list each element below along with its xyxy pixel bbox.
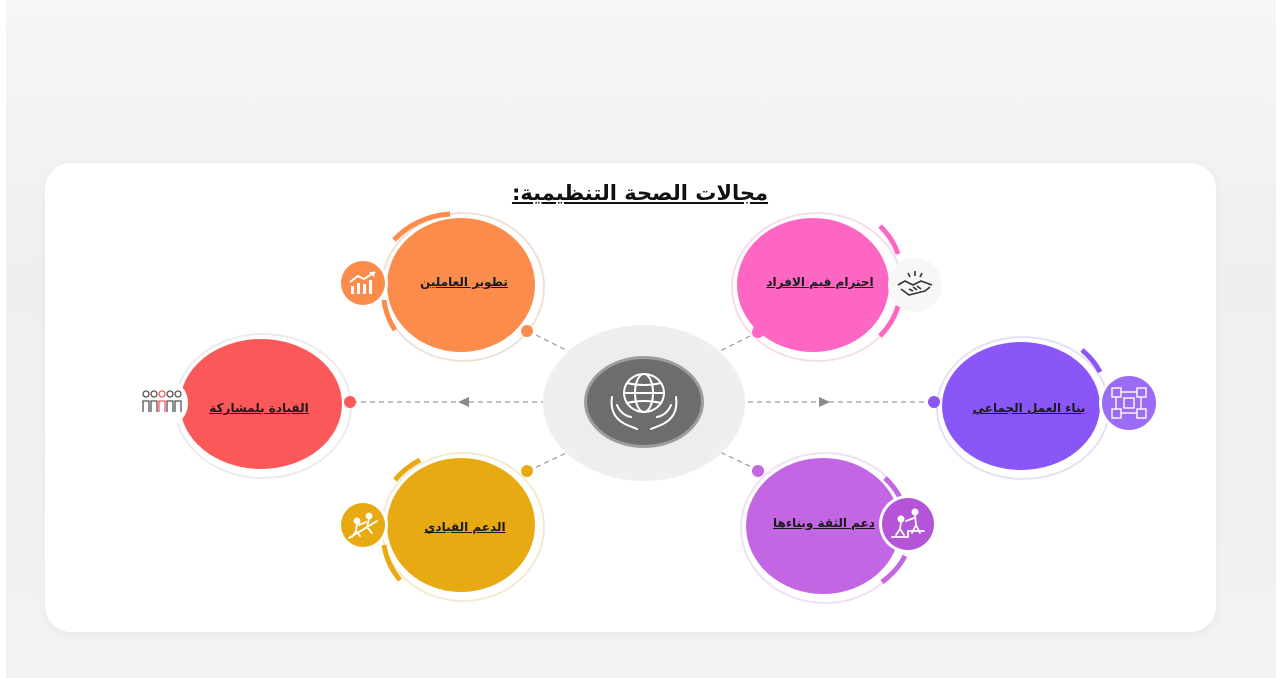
label-participative-leadership: القيادة بلمشاركة bbox=[209, 401, 309, 415]
node-employee-development bbox=[387, 218, 535, 352]
dot-trust-support-building bbox=[752, 465, 764, 477]
dot-respect-individual-values bbox=[752, 326, 764, 338]
badge-respect-individual-values bbox=[888, 258, 942, 312]
network-icon bbox=[1102, 376, 1156, 430]
center-hub bbox=[587, 359, 701, 445]
dot-employee-development bbox=[521, 325, 533, 337]
dot-teamwork-building bbox=[928, 396, 940, 408]
label-trust-support-building: دعم الثقة وبناءها bbox=[773, 516, 875, 530]
arrow-left-icon bbox=[458, 397, 469, 407]
right-frame-edge bbox=[1276, 0, 1281, 678]
team-group-icon bbox=[138, 378, 188, 428]
node-teamwork-building bbox=[942, 342, 1100, 470]
globe-in-hands-icon bbox=[610, 373, 678, 430]
node-participative-leadership bbox=[180, 339, 342, 469]
arrow-right-icon bbox=[819, 397, 830, 407]
badge-employee-development bbox=[338, 258, 388, 308]
label-respect-individual-values: احترام قيم الافراد bbox=[766, 275, 874, 289]
label-employee-development: تطوير العاملين bbox=[420, 275, 508, 289]
dot-participative-leadership bbox=[344, 396, 356, 408]
diagram-title: مجالات الصحة التنظيمية: bbox=[511, 181, 769, 205]
left-frame-edge bbox=[0, 0, 6, 678]
dot-leadership-support bbox=[521, 465, 533, 477]
helping-hand-icon bbox=[882, 498, 934, 550]
badge-leadership-support bbox=[338, 500, 388, 550]
label-leadership-support: الدعم القيادي bbox=[424, 520, 506, 534]
growth-chart-icon bbox=[341, 261, 385, 305]
climbing-help-icon bbox=[341, 503, 385, 547]
label-teamwork-building: بناء العمل الجماعي bbox=[972, 401, 1086, 415]
node-leadership-support bbox=[387, 458, 535, 592]
handshake-icon bbox=[897, 271, 933, 296]
node-trust-support-building bbox=[746, 458, 900, 594]
